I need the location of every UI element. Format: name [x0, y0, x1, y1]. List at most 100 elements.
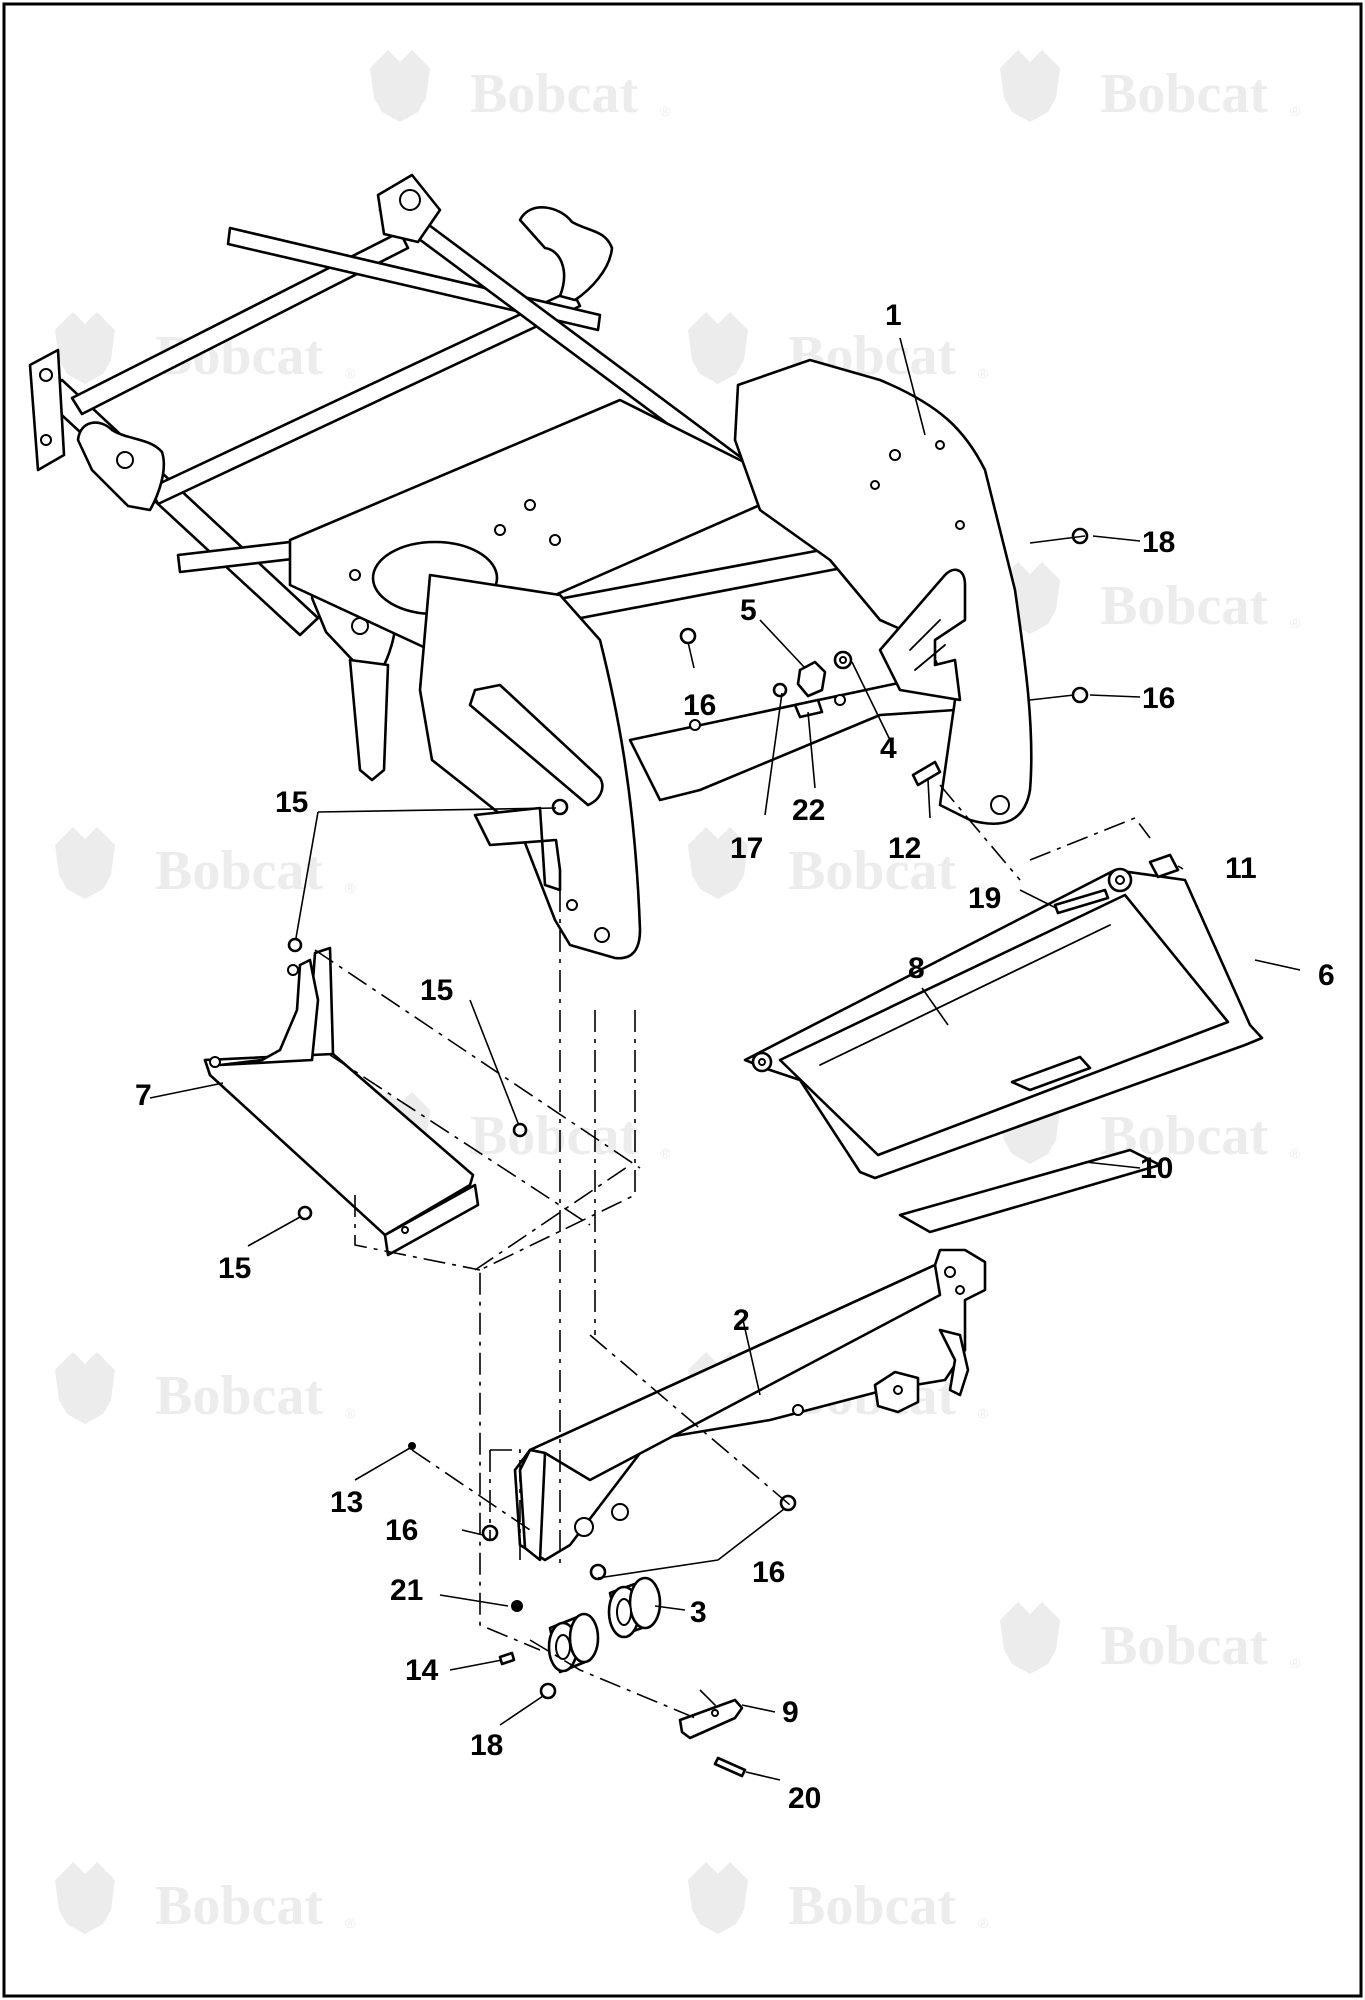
part-9-hole [711, 1709, 719, 1717]
watermark-10: Bobcat ® [55, 1352, 356, 1427]
callout-15: 15 [218, 1252, 251, 1285]
callout-13: 13 [330, 1486, 363, 1519]
part-12-pin [911, 760, 942, 787]
watermark-registered: ® [660, 1145, 671, 1161]
part-15-screw-head [287, 937, 303, 953]
bracket-slot [914, 644, 946, 671]
part-15-screw-head [551, 798, 569, 816]
part-5-switch [796, 660, 827, 698]
watermark-13: Bobcat ® [55, 1862, 356, 1937]
callout-9: 9 [782, 1696, 799, 1729]
part-1-side-plate [733, 358, 1033, 825]
part-15-screw-head [297, 1205, 313, 1221]
watermark-6: Bobcat ® [55, 827, 356, 902]
bracket-hole [39, 368, 53, 382]
watermark-2: Bobcat ® [1000, 50, 1301, 125]
callout-1: 1 [885, 299, 902, 332]
callout-5: 5 [740, 594, 757, 627]
part-20-screw [713, 1756, 747, 1778]
callout-3: 3 [690, 1596, 707, 1629]
left-side-tube [38, 378, 320, 637]
plate-hole [594, 927, 610, 943]
part-7-step-bracket [203, 946, 480, 1257]
part-15-screw-head [512, 1122, 528, 1138]
part-9-clip [678, 1698, 744, 1740]
watermark-text: Bobcat [155, 1365, 323, 1427]
callout-16: 16 [683, 689, 716, 722]
callout-16: 16 [385, 1514, 418, 1547]
callout-17: 17 [730, 832, 763, 865]
bobcat-logo-icon [688, 312, 748, 384]
callout-labels: 1 18 5 16 16 4 22 17 12 15 11 19 15 8 6 … [135, 299, 1335, 1815]
watermark-registered: ® [345, 1405, 356, 1421]
watermark-registered: ® [345, 880, 356, 896]
part-3-bushing-large [607, 1576, 662, 1639]
watermark-registered: ® [978, 1915, 989, 1931]
watermark-1: Bobcat ® [370, 50, 671, 125]
callout-15: 15 [275, 786, 308, 819]
front-cross-tube-upper [70, 230, 410, 416]
callout-15: 15 [420, 974, 453, 1007]
part-16-nut [1071, 686, 1089, 704]
bracket-hole [399, 189, 421, 211]
part-14-pin [498, 1651, 516, 1666]
watermark-7: Bobcat ® [688, 827, 989, 902]
part-3-bushing-small [547, 1612, 600, 1674]
callout-7: 7 [135, 1079, 152, 1112]
callout-22: 22 [792, 794, 825, 827]
channel-hole [834, 694, 846, 706]
watermark-registered: ® [978, 365, 989, 381]
upper-hook-bracket [518, 206, 614, 302]
bracket-slot [909, 619, 941, 651]
part-10-mat [898, 1148, 1162, 1234]
angle-bracket [468, 683, 604, 807]
watermark-5: Bobcat ® [1000, 562, 1301, 637]
plate-hole [566, 899, 578, 911]
callout-14: 14 [405, 1654, 439, 1687]
seat-pan-hole [349, 569, 361, 581]
part-16-nut [589, 1563, 607, 1581]
callout-12: 12 [888, 832, 921, 865]
bobcat-logo-icon [55, 312, 115, 384]
bracket-hole [40, 434, 52, 446]
watermark-layer: Bobcat ® Bobcat ® Bobcat ® Bobcat ® Bobc… [55, 50, 1301, 1937]
callout-19: 19 [968, 882, 1001, 915]
callout-18: 18 [1142, 526, 1175, 559]
plate-hole [955, 520, 965, 530]
watermark-registered: ® [1290, 103, 1301, 119]
watermark-registered: ® [978, 1405, 989, 1421]
part-19-bolt [1053, 888, 1110, 915]
plate-hole [870, 480, 880, 490]
left-front-bracket [28, 348, 66, 472]
watermark-registered: ® [1290, 615, 1301, 631]
watermark-text: Bobcat [788, 1875, 956, 1937]
part-21-washer [511, 1600, 523, 1612]
callout-16: 16 [1142, 682, 1175, 715]
callout-21: 21 [390, 1574, 423, 1607]
plate-hole [935, 440, 945, 450]
callout-2: 2 [733, 1304, 750, 1337]
left-side-plate [418, 573, 642, 960]
watermark-text: Bobcat [788, 840, 956, 902]
watermark-text: Bobcat [155, 1875, 323, 1937]
callout-20: 20 [788, 1782, 821, 1815]
watermark-text: Bobcat [1100, 1615, 1268, 1677]
callout-11: 11 [1225, 852, 1257, 885]
bobcat-logo-icon [688, 827, 748, 899]
watermark-registered: ® [345, 1915, 356, 1931]
watermark-text: Bobcat [1100, 63, 1268, 125]
part-16-nut [679, 627, 697, 645]
bobcat-logo-icon [55, 1352, 115, 1424]
pivot-hole [116, 451, 134, 469]
watermark-text: Bobcat [470, 1105, 638, 1167]
watermark-text: Bobcat [1100, 575, 1268, 637]
part-18-nut [539, 1682, 557, 1700]
watermark-registered: ® [1290, 1145, 1301, 1161]
part-11-bushing [1148, 853, 1180, 879]
bobcat-logo-icon [1000, 1602, 1060, 1674]
part-2-lower-rail [513, 1248, 987, 1562]
watermark-14: Bobcat ® [688, 1862, 989, 1937]
plate-hole [889, 449, 901, 461]
